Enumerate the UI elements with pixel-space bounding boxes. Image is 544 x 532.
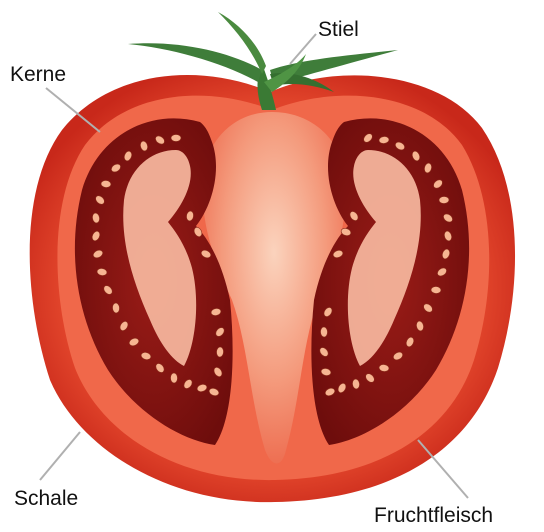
label-flesh: Fruchtfleisch — [374, 505, 493, 526]
leader-skin — [40, 432, 80, 480]
label-seeds: Kerne — [10, 64, 66, 85]
seed — [431, 286, 441, 294]
label-stem: Stiel — [318, 19, 359, 40]
seed — [439, 196, 449, 203]
label-skin: Schale — [14, 488, 78, 509]
seed — [320, 327, 328, 337]
seed — [171, 135, 181, 142]
seed — [170, 373, 177, 383]
